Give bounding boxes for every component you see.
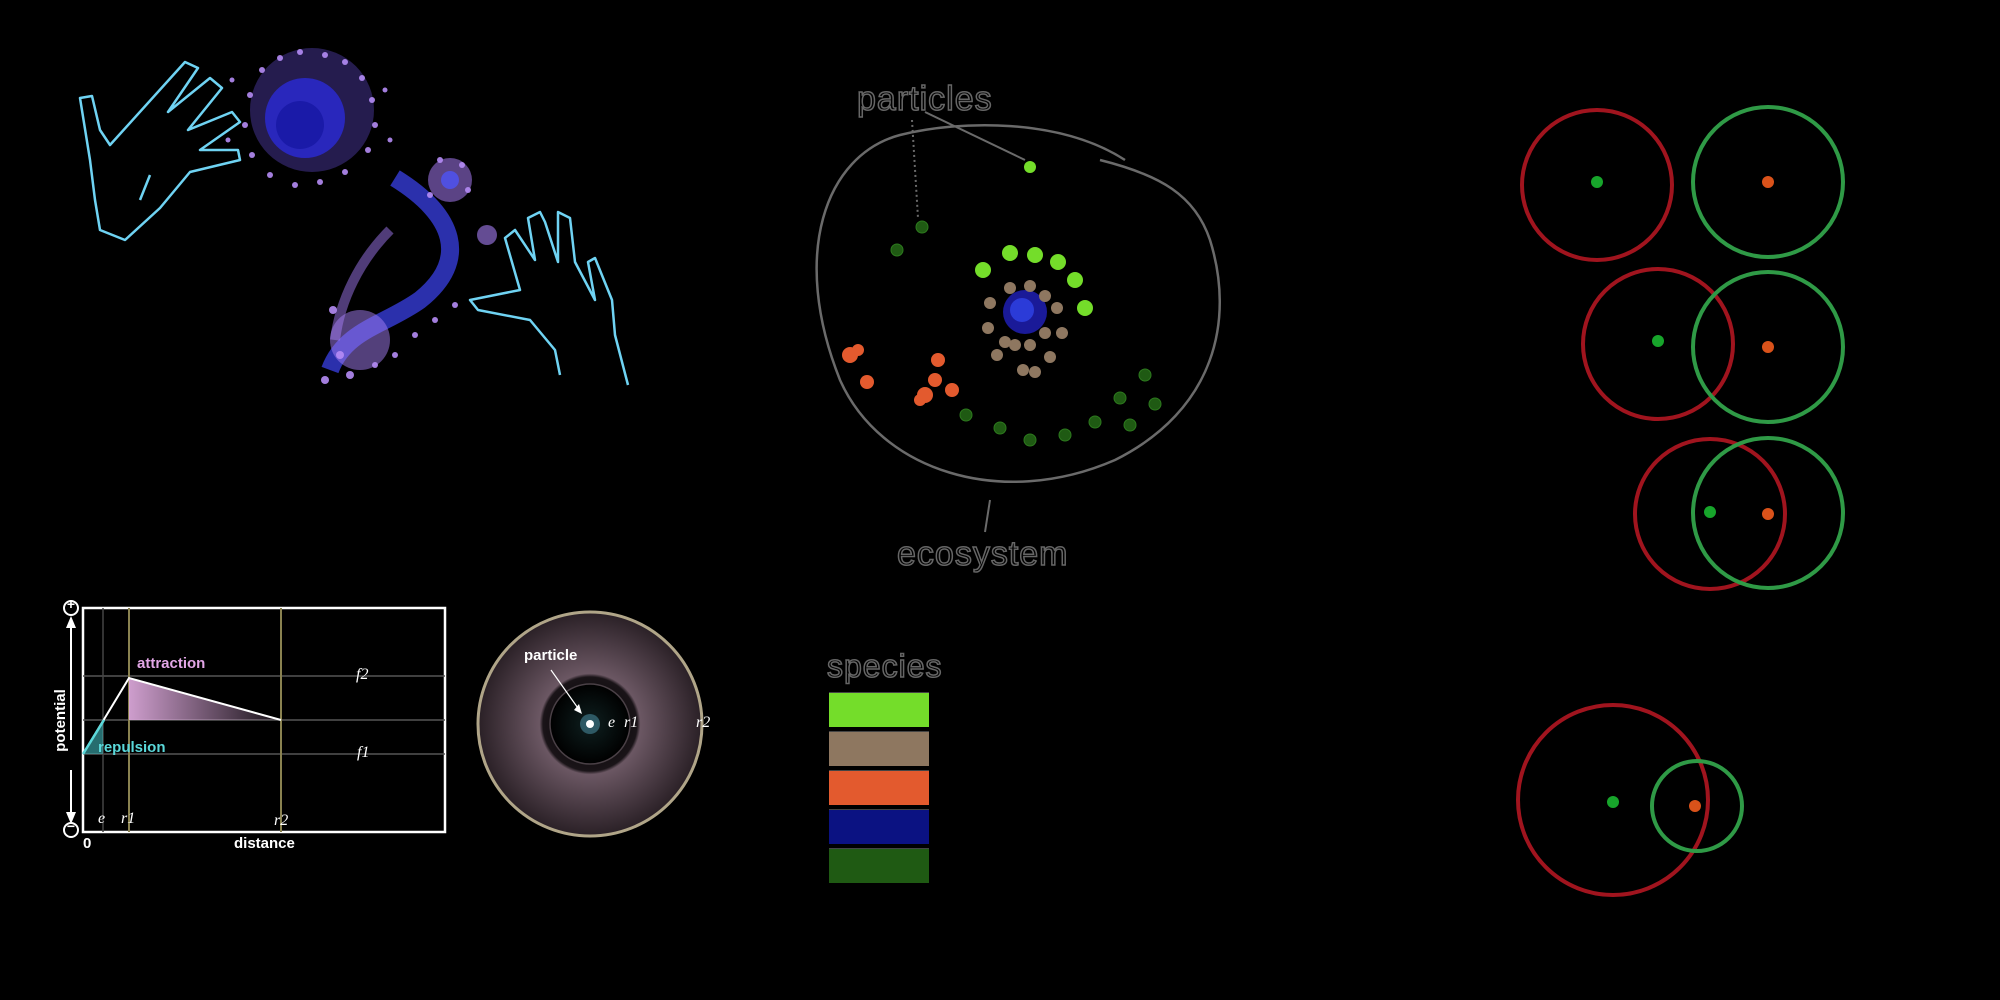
orange-dot	[1762, 341, 1774, 353]
ring-pair-separate	[1520, 105, 1845, 262]
green-ring	[1650, 759, 1744, 853]
red-ring	[1581, 267, 1735, 421]
e-tick-label: e	[98, 810, 106, 827]
r1-tick-label: r1	[121, 810, 136, 827]
r1-radius-label: r1	[624, 714, 639, 731]
ecosystem-label: ecosystem	[896, 534, 1069, 574]
f2-label: f2	[356, 666, 369, 683]
red-ring	[1516, 703, 1710, 897]
minus-circle	[63, 822, 79, 838]
particle-pointer-head	[574, 704, 582, 714]
red-ring	[1633, 437, 1787, 591]
e-radius-label: e	[608, 714, 616, 731]
green-dot	[1652, 335, 1664, 347]
particles-label: particles	[856, 79, 993, 119]
attraction-label: attraction	[137, 655, 206, 672]
species-swatch-4	[829, 809, 929, 844]
species-title: species	[826, 647, 943, 685]
ring-pair-touching	[1581, 267, 1845, 424]
ring-pair-overlapping	[1633, 436, 1845, 591]
ecosystem-pointer-line	[984, 499, 991, 533]
orange-dot	[1762, 508, 1774, 520]
plus-symbol: +	[66, 596, 76, 612]
particle-label: particle	[524, 647, 578, 664]
species-swatch-3	[829, 770, 929, 805]
orange-dot	[1689, 800, 1701, 812]
particles-pointer-line	[924, 111, 1026, 161]
green-ring	[1691, 105, 1845, 259]
arrowhead-up	[66, 616, 76, 628]
green-ring	[1691, 436, 1845, 590]
species-swatch-5	[829, 848, 929, 883]
right-hand-outline	[468, 210, 630, 386]
plus-circle	[63, 600, 79, 616]
particle-pointer	[550, 669, 581, 712]
arrowhead-down	[66, 812, 76, 824]
species-swatch-1	[829, 692, 929, 727]
green-dot	[1704, 506, 1716, 518]
x-axis-label: distance	[234, 835, 295, 852]
f1-label: f1	[357, 744, 370, 761]
minus-symbol: −	[66, 818, 76, 834]
green-ring	[1691, 270, 1845, 424]
ring-pair-unequal	[1516, 703, 1744, 897]
red-ring	[1520, 108, 1674, 262]
r2-tick-label: r2	[274, 812, 289, 829]
particle-cloud	[225, 48, 497, 384]
orange-dot	[1762, 176, 1774, 188]
ecosystem-particles	[842, 161, 1162, 447]
left-hand-outline	[78, 60, 242, 242]
green-dot	[1591, 176, 1603, 188]
r2-radius-label: r2	[696, 714, 711, 731]
origin-label: 0	[83, 835, 92, 852]
ecosystem-boundary	[815, 123, 1221, 483]
species-swatch-2	[829, 731, 929, 766]
particle-dot	[586, 720, 594, 728]
green-dot	[1607, 796, 1619, 808]
particles-pointer-line-dotted	[911, 119, 919, 219]
repulsion-label: repulsion	[98, 739, 166, 756]
repulsion-segment	[81, 719, 106, 755]
